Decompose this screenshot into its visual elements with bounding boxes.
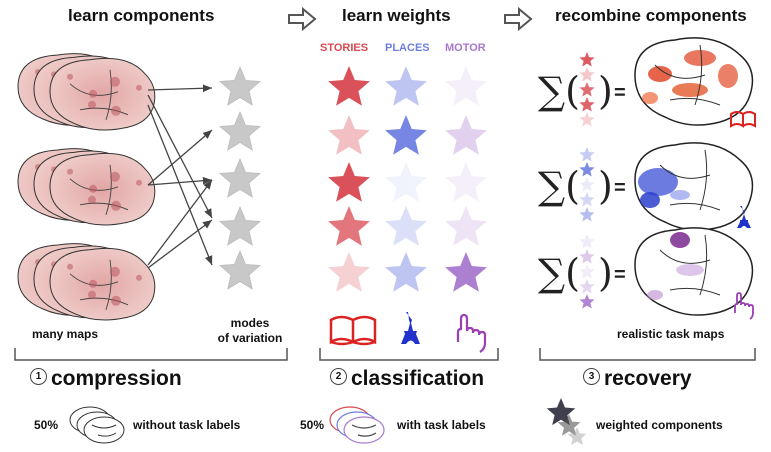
recombine-section: ∑()=∑()=∑()= (538, 52, 626, 309)
star-icon (328, 206, 370, 246)
star-icon (579, 207, 595, 222)
label-modes: modes of variation (215, 316, 285, 346)
star-icon (219, 110, 261, 151)
sum-icon: ) (598, 69, 613, 113)
arrow-right-icon (288, 6, 317, 32)
eiffel-tower-icon (401, 312, 420, 344)
star-icon (445, 206, 487, 246)
label-realistic-task-maps: realistic task maps (617, 327, 725, 341)
brain-map-stacks (17, 53, 156, 321)
brain-icon (49, 57, 156, 131)
label-modes-line2: of variation (217, 331, 283, 345)
star-icon (219, 249, 261, 290)
sum-icon: ∑( (538, 251, 580, 295)
stage-number-2: 2 (330, 367, 347, 385)
star-icon (445, 115, 487, 155)
star-icon (385, 162, 427, 202)
star-icon (328, 252, 370, 292)
book-icon (329, 315, 377, 346)
modes-of-variation-stars (219, 65, 261, 290)
star-icon (579, 147, 595, 162)
star-icon (579, 234, 595, 249)
brain-outline-stack-icon (69, 406, 125, 444)
book-icon (730, 111, 756, 128)
eiffel-tower-icon (737, 206, 751, 228)
footer-right-text: weighted components (596, 418, 723, 432)
pointing-hand-icon (734, 292, 754, 320)
equals-sign: = (614, 264, 626, 286)
star-icon (219, 65, 261, 106)
label-many-maps: many maps (32, 327, 99, 341)
star-icon (579, 279, 595, 294)
star-icon (579, 249, 595, 264)
brain-icon (49, 247, 156, 321)
star-icon (385, 206, 427, 246)
category-motor: MOTOR (445, 42, 486, 54)
star-icon (385, 252, 427, 292)
star-icon (579, 162, 595, 177)
sum-icon: ∑( (538, 164, 580, 208)
star-icon (557, 414, 581, 436)
label-modes-line1: modes (230, 316, 270, 330)
star-icon (219, 157, 261, 198)
recovered-brain-places (634, 142, 754, 231)
star-icon (579, 192, 595, 207)
weighted-components-stars (546, 398, 587, 446)
sum-icon: ) (598, 164, 613, 208)
header-learn-components: learn components (68, 6, 215, 25)
star-icon (328, 162, 370, 202)
star-icon (579, 52, 595, 67)
category-places: PLACES (385, 42, 430, 54)
stage-title-classification: classification (351, 367, 485, 390)
category-stories: STORIES (320, 42, 369, 54)
footer-left-pct: 50% (34, 418, 59, 432)
sum-icon: ) (598, 251, 613, 295)
star-icon (579, 177, 595, 192)
recovered-brain-motor (634, 227, 754, 316)
stage-number-3: 3 (583, 367, 600, 385)
star-icon (579, 97, 595, 112)
stage-title-compression: compression (51, 367, 182, 390)
star-icon (445, 162, 487, 202)
brain-icon (49, 152, 156, 226)
star-icon (579, 67, 595, 82)
equals-sign: = (614, 82, 626, 104)
footer-mid-text: with task labels (397, 418, 486, 432)
star-icon (445, 252, 487, 292)
header-learn-weights: learn weights (342, 6, 451, 25)
stage-title-recovery: recovery (604, 367, 692, 390)
brain-colored-stack-icon (329, 406, 385, 444)
star-icon (579, 82, 595, 97)
footer-left-text: without task labels (133, 418, 241, 432)
star-icon (219, 205, 261, 246)
weight-star-grid (328, 66, 487, 292)
stage-number-1: 1 (30, 367, 47, 385)
equals-sign: = (614, 177, 626, 199)
footer-mid-pct: 50% (300, 418, 325, 432)
header-recombine-components: recombine components (555, 6, 747, 25)
star-icon (328, 115, 370, 155)
star-icon (579, 264, 595, 279)
mapping-arrows (147, 84, 213, 269)
recovered-brain-stories (634, 37, 754, 126)
pointing-hand-icon (456, 313, 487, 353)
arrow-right-icon (504, 6, 533, 32)
star-icon (579, 112, 595, 127)
star-icon (385, 66, 427, 106)
star-icon (328, 66, 370, 106)
star-icon (385, 115, 427, 155)
star-icon (567, 427, 587, 446)
star-icon (579, 294, 595, 309)
bracket-lines (14, 348, 756, 361)
star-icon (445, 66, 487, 106)
sum-icon: ∑( (538, 69, 580, 113)
